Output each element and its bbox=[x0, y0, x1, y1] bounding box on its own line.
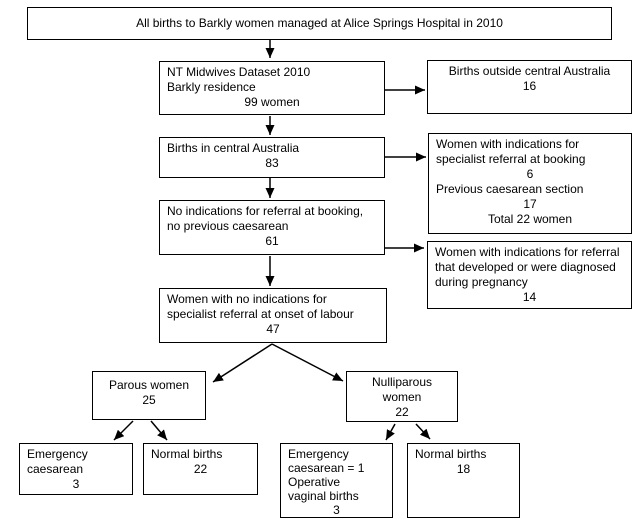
box-line: specialist referral at booking bbox=[436, 152, 586, 166]
box-line: women bbox=[382, 390, 422, 404]
box-line: Previous caesarean section bbox=[436, 182, 584, 196]
box-line: Barkly residence bbox=[167, 80, 256, 94]
box-value: 83 bbox=[265, 156, 279, 170]
box-parous-emergency: Emergency caesarean 3 bbox=[19, 443, 133, 495]
box-line: Women with no indications for bbox=[167, 292, 327, 306]
connector-labour-to-nulliparous bbox=[271, 343, 344, 382]
box-line: Normal births bbox=[151, 447, 223, 461]
box-nulliparous-emergency: Emergency caesarean = 1 Operative vagina… bbox=[280, 443, 393, 518]
connector-nulliparous-to-emergency bbox=[385, 423, 396, 441]
box-line: specialist referral at onset of labour bbox=[167, 307, 354, 321]
box-line: that developed or were diagnosed bbox=[435, 260, 616, 274]
box-booking-referral: Women with indications for specialist re… bbox=[428, 133, 632, 234]
box-parous-normal: Normal births 22 bbox=[143, 443, 258, 495]
box-line: NT Midwives Dataset 2010 bbox=[167, 65, 311, 79]
box-value: 61 bbox=[265, 234, 279, 248]
box-value: 22 bbox=[395, 405, 409, 419]
box-onset-labour: Women with no indications for specialist… bbox=[159, 288, 387, 343]
box-line: Emergency bbox=[27, 447, 88, 461]
box-line: Births in central Australia bbox=[167, 141, 300, 155]
box-value: 17 bbox=[523, 197, 537, 211]
connector-nulliparous-to-normal bbox=[415, 423, 431, 440]
box-value: 47 bbox=[266, 322, 280, 336]
connector-labour-to-parous bbox=[212, 343, 273, 383]
box-line: no previous caesarean bbox=[167, 219, 289, 233]
box-line: Operative bbox=[288, 475, 341, 489]
box-developed-referral: Women with indications for referral that… bbox=[427, 241, 632, 309]
box-line: Nulliparous bbox=[371, 375, 433, 389]
box-nulliparous-normal: Normal births 18 bbox=[407, 443, 520, 518]
box-line: Emergency bbox=[288, 447, 349, 461]
box-line: caesarean = 1 bbox=[288, 461, 365, 475]
box-line: Women with indications for bbox=[436, 137, 580, 151]
box-value: 16 bbox=[522, 79, 537, 93]
box-births-central: Births in central Australia 83 bbox=[159, 137, 385, 178]
box-nt-dataset: NT Midwives Dataset 2010 Barkly residenc… bbox=[159, 61, 385, 115]
box-value: 6 bbox=[526, 167, 534, 181]
box-line: caesarean bbox=[27, 462, 84, 476]
connector-parous-to-emergency bbox=[113, 420, 134, 441]
box-title-text: All births to Barkly women managed at Al… bbox=[136, 16, 503, 30]
box-line: during pregnancy bbox=[435, 275, 528, 289]
box-value: 3 bbox=[72, 477, 80, 491]
box-no-indications: No indications for referral at booking, … bbox=[159, 200, 385, 255]
box-title: All births to Barkly women managed at Al… bbox=[27, 7, 612, 40]
box-line: Parous women bbox=[108, 378, 190, 392]
box-value: 22 bbox=[193, 462, 208, 476]
box-value: 14 bbox=[522, 290, 537, 304]
box-births-outside: Births outside central Australia 16 bbox=[427, 60, 632, 114]
box-value: 99 women bbox=[244, 95, 300, 109]
connector-parous-to-normal bbox=[150, 420, 168, 441]
box-value: 25 bbox=[142, 393, 156, 407]
box-line: Births outside central Australia bbox=[448, 64, 611, 78]
box-value: Total 22 women bbox=[487, 212, 573, 226]
box-nulliparous: Nulliparous women 22 bbox=[346, 371, 458, 422]
box-line: vaginal births bbox=[288, 489, 359, 503]
box-value: 3 bbox=[333, 503, 340, 517]
box-value: 18 bbox=[456, 462, 471, 476]
box-line: Normal births bbox=[415, 447, 487, 461]
box-parous: Parous women 25 bbox=[92, 371, 206, 420]
box-line: Women with indications for referral bbox=[435, 245, 620, 259]
box-line: No indications for referral at booking, bbox=[167, 204, 364, 218]
